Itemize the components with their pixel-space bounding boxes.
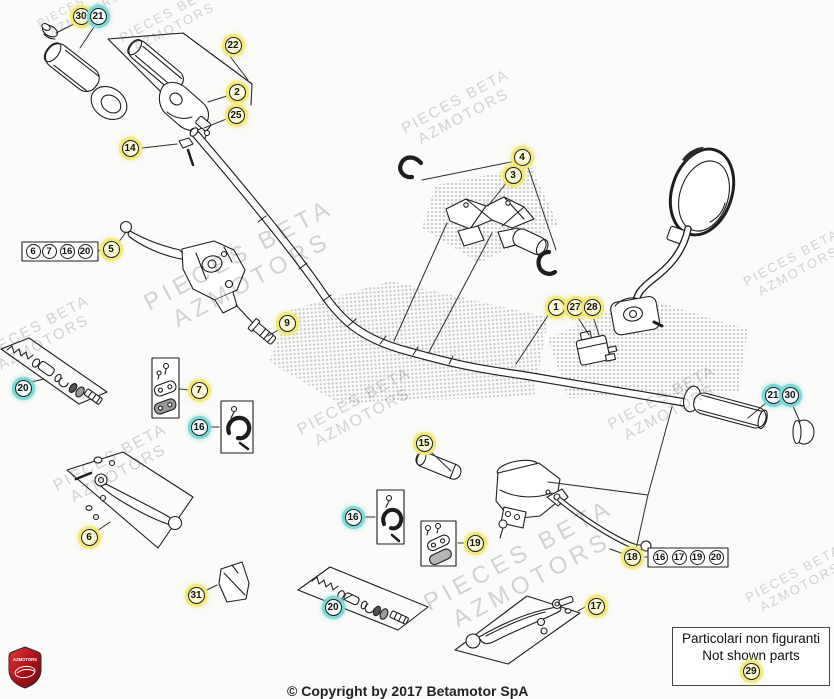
callout-22[interactable]: 22 <box>224 36 242 54</box>
callout-3[interactable]: 3 <box>504 166 522 184</box>
callout-4[interactable]: 4 <box>513 148 531 166</box>
callout-19[interactable]: 19 <box>689 549 705 565</box>
bar-end-cap <box>792 419 815 445</box>
clutch-perch <box>119 220 253 323</box>
cable-hook-left <box>398 155 424 180</box>
clamp-box-19 <box>420 520 457 567</box>
logo-text: AZMOTORS <box>13 657 37 662</box>
callout-30[interactable]: 30 <box>781 386 799 404</box>
callout-27[interactable]: 27 <box>566 298 584 316</box>
callout-2[interactable]: 2 <box>228 83 246 101</box>
callout-30[interactable]: 30 <box>72 7 90 25</box>
clamp-box-16-left <box>220 400 254 454</box>
callout-20[interactable]: 20 <box>77 243 93 259</box>
lever-kit-box-6 <box>66 451 194 549</box>
callout-16[interactable]: 16 <box>652 549 668 565</box>
callout-15[interactable]: 15 <box>415 434 433 452</box>
callout-16[interactable]: 16 <box>59 243 75 259</box>
callout-31[interactable]: 31 <box>187 586 205 604</box>
repair-kit-left <box>0 337 108 405</box>
azmotors-logo: AZMOTORS <box>8 646 42 689</box>
copyright-caption: © Copyright by 2017 Betamotor SpA <box>287 683 529 699</box>
callout-14[interactable]: 14 <box>121 139 139 157</box>
bar-clamp <box>445 196 549 257</box>
not-shown-line-it: Particolari non figuranti <box>681 631 821 646</box>
callout-18[interactable]: 18 <box>623 548 641 566</box>
callout-17[interactable]: 17 <box>671 549 687 565</box>
callout-6[interactable]: 6 <box>25 243 41 259</box>
callout-7[interactable]: 7 <box>190 381 208 399</box>
master-cylinder <box>495 459 569 539</box>
callout-19[interactable]: 19 <box>466 534 484 552</box>
not-shown-line-en: Not shown parts <box>702 647 800 663</box>
callout-29[interactable]: 29 <box>742 662 760 680</box>
repair-kit-bottom <box>297 566 429 631</box>
callout-20[interactable]: 20 <box>324 598 342 616</box>
callout-7[interactable]: 7 <box>41 243 57 259</box>
throttle-assembly <box>107 32 253 167</box>
throttle-tube-15 <box>415 451 462 480</box>
grip-right <box>683 385 768 430</box>
handlebar <box>189 127 693 409</box>
mirror-clamp <box>610 295 664 336</box>
screw-box-7 <box>151 357 180 419</box>
leader-lines <box>30 23 801 612</box>
callout-20[interactable]: 20 <box>14 379 32 397</box>
callout-9[interactable]: 9 <box>278 314 296 332</box>
bolt-part-9 <box>247 318 277 345</box>
callout-20[interactable]: 20 <box>708 549 724 565</box>
callout-21[interactable]: 21 <box>89 7 107 25</box>
callout-5[interactable]: 5 <box>102 240 120 258</box>
cable-hook-right <box>536 249 558 276</box>
grip-left <box>41 23 128 120</box>
callout-16[interactable]: 16 <box>344 508 362 526</box>
callout-17[interactable]: 17 <box>587 597 605 615</box>
switch-unit <box>575 330 618 366</box>
clamp-box-16-mid <box>376 489 405 545</box>
callout-16[interactable]: 16 <box>190 418 208 436</box>
callout-28[interactable]: 28 <box>583 298 601 316</box>
guard-part-31 <box>218 561 250 603</box>
callout-6[interactable]: 6 <box>80 528 98 546</box>
mirror <box>632 147 736 306</box>
brake-lever <box>557 497 652 552</box>
callout-1[interactable]: 1 <box>547 298 565 316</box>
group-box-right <box>647 547 729 568</box>
lever-kit-17 <box>454 595 581 665</box>
callout-25[interactable]: 25 <box>227 106 245 124</box>
callout-21[interactable]: 21 <box>764 386 782 404</box>
